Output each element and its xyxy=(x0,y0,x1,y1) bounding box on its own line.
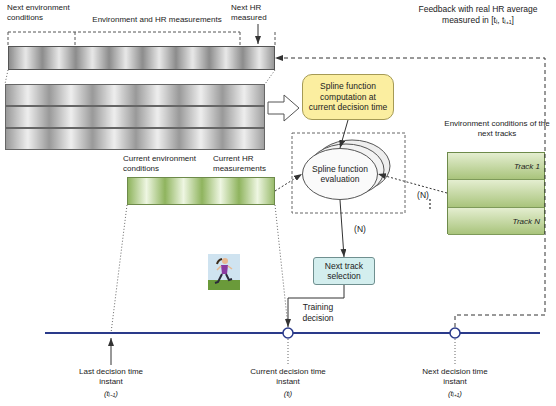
measurement-bar: Next environment conditionsEnvironment a… xyxy=(8,46,275,70)
measurement-bar xyxy=(5,106,265,128)
process-box: Next track selection xyxy=(313,257,375,285)
circle-outline xyxy=(282,327,294,339)
table-row xyxy=(448,180,544,208)
sky xyxy=(208,254,240,290)
runner-illustration xyxy=(208,254,240,290)
dashed-bracket xyxy=(8,32,275,46)
pointer-arrow xyxy=(258,24,259,44)
circle xyxy=(450,328,460,338)
measurement-bar: Current environment conditionsCurrent HR… xyxy=(127,177,275,205)
measurement-bar xyxy=(5,84,265,106)
dot xyxy=(429,207,431,209)
circle-outline xyxy=(449,327,461,339)
hollow-arrow xyxy=(268,95,299,121)
hair xyxy=(217,259,222,264)
group-frame xyxy=(292,133,405,213)
node-text: Spline function computation at current d… xyxy=(306,81,390,113)
node-text: (tᵢ₊₁) xyxy=(414,389,496,399)
connector-arrow xyxy=(340,120,348,148)
zoom-line xyxy=(111,205,127,333)
time-marker: Next decision time instant(tᵢ₊₁) xyxy=(449,327,461,339)
arms xyxy=(217,266,232,270)
edge-label: Feedback with real HR average measured i… xyxy=(418,4,538,25)
head xyxy=(222,258,228,264)
zoom-line xyxy=(275,205,288,327)
node-text: Current HR measurements xyxy=(213,154,279,174)
bracket-lines xyxy=(8,32,275,46)
node-text: Environment and HR measurements xyxy=(87,15,227,25)
measurement-bar xyxy=(5,128,265,150)
leader-line xyxy=(288,339,289,366)
time-marker: Current decision time instant(tᵢ) xyxy=(282,327,294,339)
time-label: Last decision time instant xyxy=(70,367,152,387)
node-text: Track 1 xyxy=(488,162,540,172)
node-text: Track N xyxy=(488,217,540,227)
circle xyxy=(283,328,293,338)
connector-arrow xyxy=(378,174,447,193)
ellipse xyxy=(303,149,378,200)
node-text: Environment conditions of the next track… xyxy=(442,119,552,139)
node-text: Current decision time instant xyxy=(247,367,329,387)
node-text: (tᵢ) xyxy=(247,389,329,399)
grass xyxy=(208,280,240,290)
dot xyxy=(429,203,431,205)
connector-arrow xyxy=(275,174,302,191)
process-box: Spline function computation at current d… xyxy=(302,74,394,120)
edge-label: (N) xyxy=(408,190,438,201)
node-text: Next environment conditions xyxy=(7,3,97,23)
node-text: Current environment conditions xyxy=(123,154,211,174)
time-label: (tᵢ₋₁) xyxy=(70,389,152,399)
track-table: Environment conditions of the next track… xyxy=(447,152,545,234)
zoom-line xyxy=(5,70,8,84)
edge-label: Training decision xyxy=(293,302,343,323)
connector-arrow xyxy=(275,58,545,327)
node-text: Next HR measured xyxy=(231,3,281,23)
shirt xyxy=(221,265,228,274)
edge-label: (N) xyxy=(347,224,373,235)
node-text: Next decision time instant xyxy=(414,367,496,387)
legs xyxy=(215,274,232,283)
leader-line xyxy=(455,339,456,366)
time-pointer xyxy=(111,338,112,365)
node-text: Spline function evaluation xyxy=(310,164,370,185)
node-text: Next track selection xyxy=(315,261,373,282)
zoom-lines xyxy=(5,70,455,366)
dot xyxy=(429,199,431,201)
zoom-line xyxy=(265,70,275,84)
connector-arrow xyxy=(288,285,344,327)
connector-arrow xyxy=(340,200,344,257)
evaluation-ellipse: Spline function evaluation xyxy=(302,148,378,200)
